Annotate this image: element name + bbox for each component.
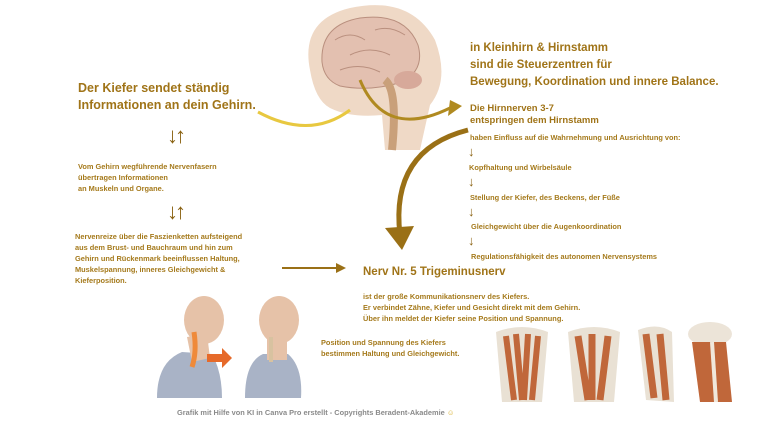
influence-intro: haben Einfluss auf die Wahrnehmung und A… [470, 133, 681, 142]
title-line: Bewegung, Koordination und innere Balanc… [470, 76, 719, 88]
forward-head-posture-illustration [157, 296, 232, 398]
text-line: Kieferposition. [75, 276, 127, 285]
down-arrow-icon: ↓ [468, 144, 475, 159]
trigeminus-title: Nerv Nr. 5 Trigeminusnerv [363, 266, 506, 278]
text-line: an Muskeln und Organe. [78, 184, 164, 193]
up-down-arrow-icon: ↓↑ [167, 199, 186, 224]
right-title: in Kleinhirn & Hirnstamm sind die Steuer… [470, 40, 719, 91]
text-line: entspringen dem Hirnstamm [470, 115, 599, 126]
text-line: Gehirn und Rückenmark beeinflussen Haltu… [75, 254, 240, 263]
efferent-text: Vom Gehirn wegführende Nervenfasern über… [78, 161, 217, 194]
footer-text: Grafik mit Hilfe von KI in Canva Pro ers… [177, 408, 445, 417]
influence-item: Stellung der Kiefer, des Beckens, der Fü… [470, 193, 620, 202]
upright-posture-illustration [245, 296, 302, 398]
text-line: Er verbindet Zähne, Kiefer und Gesicht d… [363, 303, 581, 312]
title-line: Der Kiefer sendet ständig [78, 81, 230, 95]
text-line: Die Hirnnerven 3-7 [470, 103, 554, 114]
text-line: Nervenreize über die Faszienketten aufst… [75, 232, 243, 241]
up-down-arrow-icon: ↓↑ [167, 123, 186, 148]
title-line: Informationen an dein Gehirn. [78, 98, 256, 112]
left-title: Der Kiefer sendet ständig Informationen … [78, 80, 256, 114]
neck-muscles-illustrations [496, 322, 732, 403]
down-arrow-icon: ↓ [468, 174, 475, 189]
text-line: ist der große Kommunikationsnerv des Kie… [363, 292, 530, 301]
influence-item: Kopfhaltung und Wirbelsäule [469, 163, 572, 172]
title-line: in Kleinhirn & Hirnstamm [470, 42, 609, 54]
influence-item: Gleichgewicht über die Augenkoordination [471, 222, 622, 231]
down-arrow-icon: ↓ [468, 204, 475, 219]
down-arrow-icon: ↓ [468, 233, 475, 248]
smiley-icon: ☺ [446, 408, 455, 417]
influence-item: Regulationsfähigkeit des autonomen Nerve… [471, 252, 658, 261]
text-line: Position und Spannung des Kiefers [321, 338, 446, 347]
posture-text: Position und Spannung des Kiefers bestim… [321, 337, 459, 359]
footer-credit: Grafik mit Hilfe von KI in Canva Pro ers… [177, 408, 454, 417]
brain-illustration [308, 5, 442, 151]
text-line: bestimmen Haltung und Gleichgewicht. [321, 349, 460, 358]
title-line: sind die Steuerzentren für [470, 59, 612, 71]
text-line: übertragen Informationen [78, 173, 168, 182]
text-line: Über ihn meldet der Kiefer seine Positio… [363, 314, 564, 323]
fascia-text: Nervenreize über die Faszienketten aufst… [75, 231, 242, 286]
trigeminus-text: ist der große Kommunikationsnerv des Kie… [363, 291, 580, 324]
text-line: Vom Gehirn wegführende Nervenfasern [78, 162, 217, 171]
text-line: Muskelspannung, inneres Gleichgewicht & [75, 265, 226, 274]
cranial-nerves-subtitle: Die Hirnnerven 3-7 entspringen dem Hirns… [470, 103, 599, 127]
text-line: aus dem Brust- und Bauchraum und hin zum [75, 243, 233, 252]
